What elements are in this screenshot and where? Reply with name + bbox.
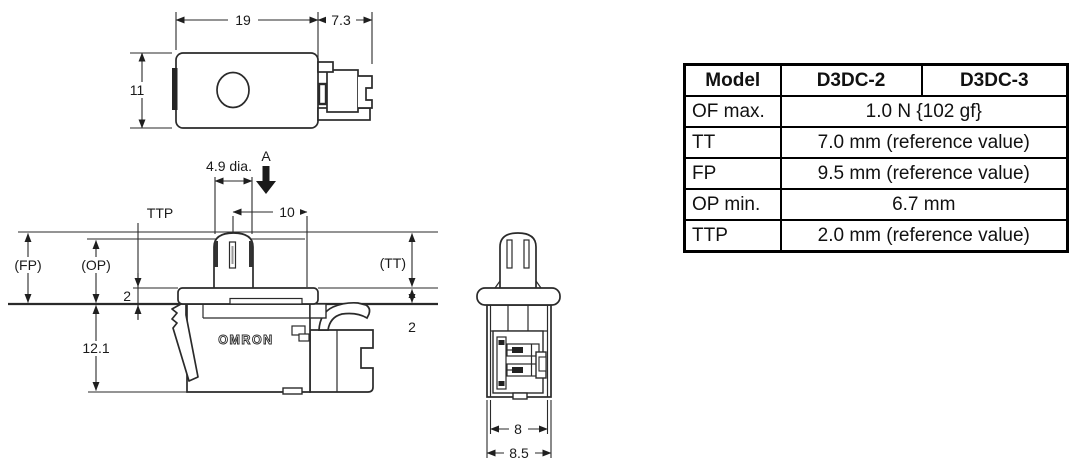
side-view-body xyxy=(186,303,311,393)
spec-row-label: TTP xyxy=(683,219,782,253)
dim-10-label: 10 xyxy=(279,204,295,220)
top-view-drawing: 19 7.3 11 xyxy=(125,12,373,129)
spec-row-value: 7.0 mm (reference value) xyxy=(779,126,1069,159)
spec-row-value: 6.7 mm xyxy=(779,188,1069,221)
side-view-left-latch xyxy=(171,303,199,382)
spec-row-label: TT xyxy=(683,126,782,159)
spec-table: Model D3DC-2 D3DC-3 OF max. 1.0 N {102 g… xyxy=(683,63,1069,253)
spec-row-value: 1.0 N {102 gf} xyxy=(779,95,1069,128)
spec-row-value: 2.0 mm (reference value) xyxy=(779,219,1069,253)
front-view-plunger xyxy=(499,232,537,290)
table-row: OF max. 1.0 N {102 gf} xyxy=(683,95,1069,128)
fp-label: (FP) xyxy=(14,257,41,273)
flange-thickness-label: 2 xyxy=(408,319,416,335)
side-view-connector-block xyxy=(309,329,374,393)
dim-19-label: 19 xyxy=(235,12,251,28)
table-row: FP 9.5 mm (reference value) xyxy=(683,157,1069,190)
dim-4-9-dia-label: 4.9 dia. xyxy=(206,158,252,174)
tt-label: (TT) xyxy=(380,255,406,271)
side-view-right-latch xyxy=(318,301,371,331)
front-view-connector xyxy=(492,330,547,394)
side-view-drawing: 4.9 dia. A TTP 10 (FP) (OP) (TT) 2 2 12.… xyxy=(8,148,438,395)
ttp-label: TTP xyxy=(147,205,173,221)
dim-8-label: 8 xyxy=(514,421,522,437)
spec-row-value: 9.5 mm (reference value) xyxy=(779,157,1069,190)
dim-11-label: 11 xyxy=(130,82,145,98)
omron-logo: OMRON xyxy=(218,333,273,347)
spec-row-label: FP xyxy=(683,157,782,190)
spec-row-label: OP min. xyxy=(683,188,782,221)
top-view-plunger-hole xyxy=(216,71,250,109)
switch-dimension-drawing: 19 7.3 11 xyxy=(8,12,561,461)
front-view-drawing: 8 8.5 xyxy=(476,232,561,461)
dim-8-5-label: 8.5 xyxy=(509,445,529,461)
op-label: (OP) xyxy=(81,257,111,273)
ttp-value-label: 2 xyxy=(123,288,131,304)
spec-col-d3dc3: D3DC-3 xyxy=(920,63,1069,97)
dim-7-3-label: 7.3 xyxy=(331,12,351,28)
table-row: TTP 2.0 mm (reference value) xyxy=(683,219,1069,253)
section-a-arrow xyxy=(256,166,276,194)
dim-12-1-label: 12.1 xyxy=(82,340,109,356)
front-view-flange xyxy=(476,287,561,306)
section-a-label: A xyxy=(261,148,271,164)
table-row: OP min. 6.7 mm xyxy=(683,188,1069,221)
table-row: TT 7.0 mm (reference value) xyxy=(683,126,1069,159)
top-view-side-tab xyxy=(172,68,178,110)
spec-table-header-row: Model D3DC-2 D3DC-3 xyxy=(683,63,1069,97)
spec-col-model: Model xyxy=(683,63,782,97)
top-view-connector xyxy=(317,61,373,121)
spec-col-d3dc2: D3DC-2 xyxy=(779,63,923,97)
spec-row-label: OF max. xyxy=(683,95,782,128)
